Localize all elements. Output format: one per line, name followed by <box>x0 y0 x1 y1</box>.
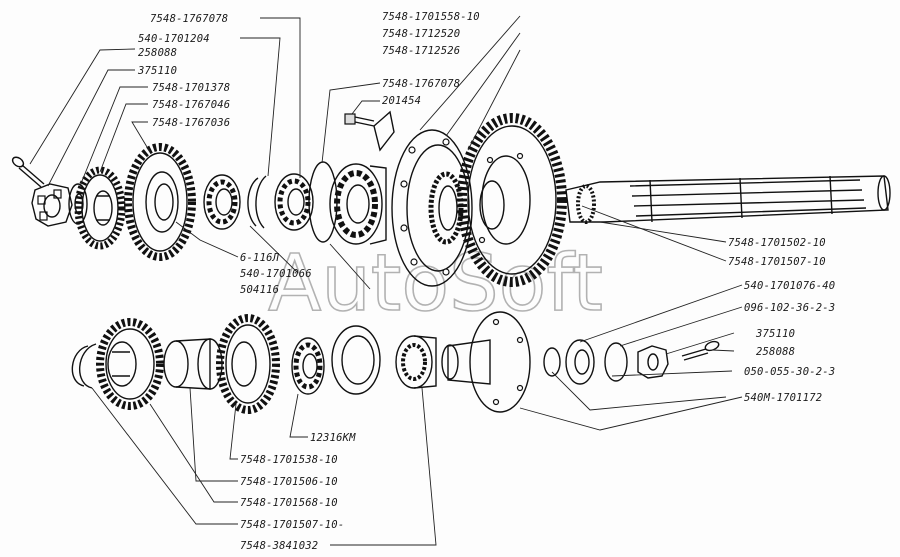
label-7548-1767046: 7548-1767046 <box>152 99 230 111</box>
label-7548-1701506-10: 7548-1701506-10 <box>240 476 338 488</box>
label-540-1701204: 540-1701204 <box>138 33 210 45</box>
label-7548-1701378: 7548-1701378 <box>152 82 230 94</box>
big-driven-gear <box>457 113 567 287</box>
seal-ring-lower <box>604 342 628 382</box>
roller-bearing-lower <box>291 337 325 395</box>
splined-coupling-lower <box>395 335 437 389</box>
label-375110-right: 375110 <box>755 328 795 340</box>
label-12316KM: 12316КМ <box>310 432 356 444</box>
label-7548-1701558-10: 7548-1701558-10 <box>382 11 480 23</box>
label-7548-1767078-top: 7548-1767078 <box>150 13 228 25</box>
leader-lines <box>29 15 743 546</box>
ball-bearing-upper <box>329 163 387 245</box>
o-ring-lower <box>543 347 561 377</box>
label-375110-upper: 375110 <box>137 65 177 77</box>
lower-part-labels: 12316КМ 7548-1701538-10 7548-1701506-10 … <box>240 432 356 552</box>
large-gear-upper <box>124 143 196 261</box>
snap-ring-lower <box>71 343 97 389</box>
lower-shaft-assembly <box>71 311 720 414</box>
snap-ring-1 <box>247 175 267 229</box>
label-7548-1712526: 7548-1712526 <box>382 45 460 57</box>
label-540-1701066: 540-1701066 <box>240 268 312 280</box>
label-201454: 201454 <box>382 95 421 107</box>
small-gear-upper <box>74 166 126 250</box>
label-258088-right: 258088 <box>756 346 795 358</box>
seal-cup-lower <box>565 339 595 385</box>
bolt-and-lock-plate <box>344 110 395 152</box>
gear-lower-2 <box>216 314 280 414</box>
splined-main-shaft <box>565 175 891 224</box>
cotter-pin-upper <box>11 156 45 188</box>
label-7548-1712520: 7548-1712520 <box>382 28 460 40</box>
label-050-055-30-2-3: 050-055-30-2-3 <box>744 366 835 378</box>
castle-nut-lower <box>637 345 669 379</box>
label-7548-1701507-10-upper: 7548-1701507-10 <box>728 256 826 268</box>
right-part-labels: 540-1701076-40 096-102-36-2-3 375110 258… <box>744 280 835 404</box>
label-540-1701076-40: 540-1701076-40 <box>744 280 835 292</box>
label-7548-1701538-10: 7548-1701538-10 <box>240 454 338 466</box>
label-7548-1701507-10-lower: 7548-1701507-10- <box>240 519 344 531</box>
label-7548-1767078-mid: 7548-1767078 <box>382 78 460 90</box>
label-504116: 504116 <box>240 284 279 296</box>
label-540M-1701172: 540М-1701172 <box>744 392 822 404</box>
label-6-116L: 6-116Л <box>240 252 280 264</box>
bearing-race-lower <box>331 325 381 395</box>
flange-housing <box>391 129 473 287</box>
label-7548-1701502-10: 7548-1701502-10 <box>728 237 826 249</box>
upper-shaft-assembly <box>11 110 891 287</box>
watermark-text: AutoSoft <box>268 239 603 329</box>
roller-bearing-1 <box>203 174 241 230</box>
label-7548-3841032: 7548-3841032 <box>240 540 318 552</box>
label-096-102-36-2-3: 096-102-36-2-3 <box>744 302 835 314</box>
castle-nut-upper <box>31 183 73 227</box>
sleeve-bushing-lower <box>163 338 223 390</box>
gear-lower-1 <box>96 318 164 410</box>
roller-bearing-2 <box>274 173 314 231</box>
output-flange-lower <box>441 311 531 413</box>
upper-part-labels: 7548-1767078 540-1701204 258088 375110 7… <box>137 11 826 296</box>
label-7548-1701568-10: 7548-1701568-10 <box>240 497 338 509</box>
label-7548-1767036: 7548-1767036 <box>152 117 230 129</box>
label-258088-upper: 258088 <box>138 47 177 59</box>
